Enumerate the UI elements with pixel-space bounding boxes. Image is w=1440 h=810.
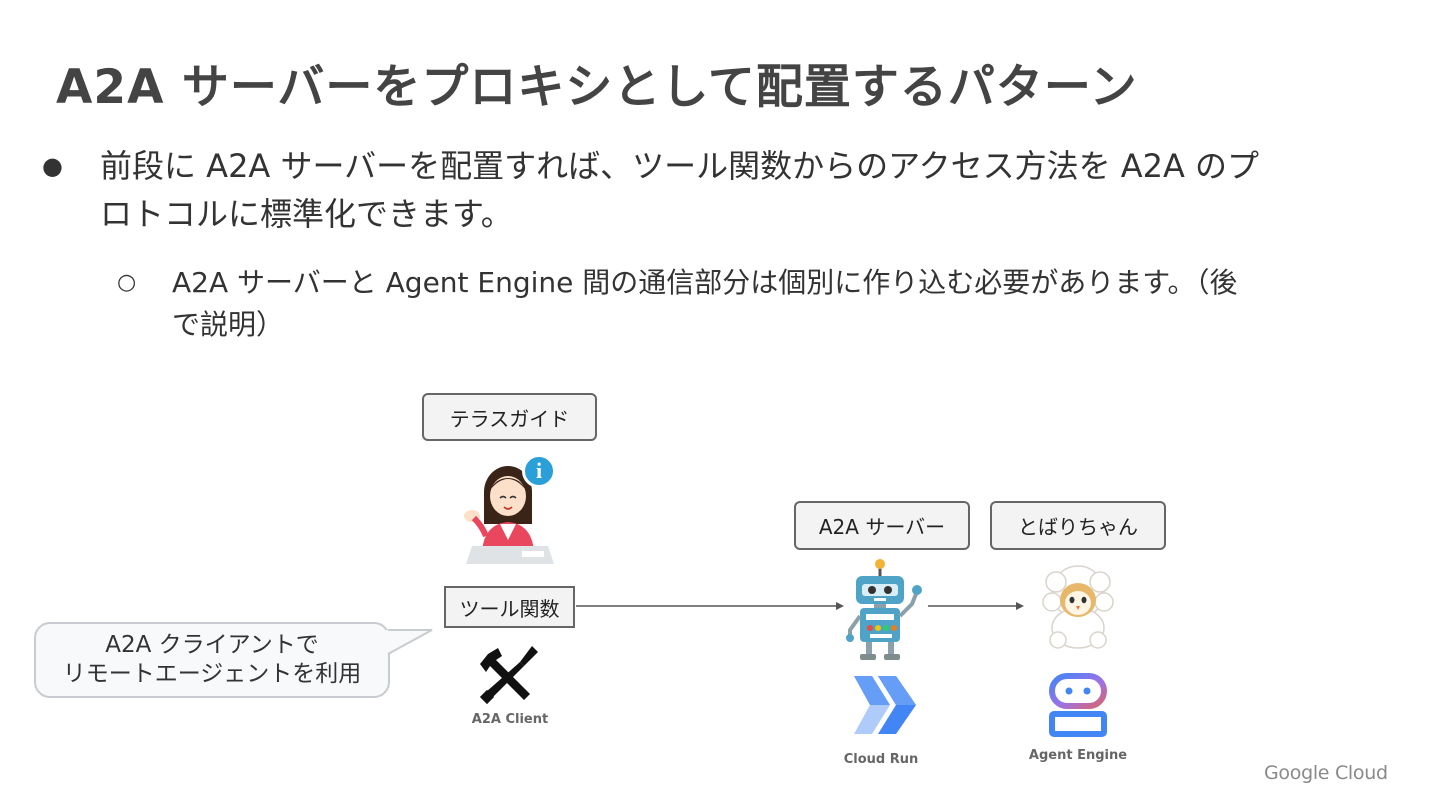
info-badge-glyph: i <box>535 458 543 483</box>
owl-icon <box>1042 565 1114 649</box>
bullet-1-line-1: 前段に A2A サーバーを配置すれば、ツール関数からのアクセス方法を A2A の… <box>100 147 1260 185</box>
terrace-guide-box: テラスガイド <box>422 393 597 441</box>
tool-function-box: ツール関数 <box>444 586 575 628</box>
agent-engine-icon <box>1049 673 1107 737</box>
arrow-server-to-engine <box>928 602 1024 610</box>
bullet-2-line-1: A2A サーバーと Agent Engine 間の通信部分は個別に作り込む必要が… <box>172 266 1238 299</box>
tools-icon <box>479 646 538 705</box>
info-icon: i <box>522 454 556 488</box>
bullet-2-line-2: で説明） <box>172 308 285 341</box>
bullet-text-1: 前段に A2A サーバーを配置すれば、ツール関数からのアクセス方法を A2A の… <box>100 142 1410 238</box>
cloud-run-icon <box>854 676 916 734</box>
tobari-box: とばりちゃん <box>990 501 1166 550</box>
a2a-client-caption: A2A Client <box>471 712 549 727</box>
google-cloud-logo: Google Cloud <box>1264 762 1388 784</box>
sub-bullet-marker: ○ <box>117 270 137 295</box>
bullet-text-2: A2A サーバーと Agent Engine 間の通信部分は個別に作り込む必要が… <box>172 262 1402 346</box>
a2a-server-box: A2A サーバー <box>794 501 970 550</box>
slide-title: A2A サーバーをプロキシとして配置するパターン <box>56 60 1138 115</box>
bullet-1-line-2: ロトコルに標準化できます。 <box>100 195 513 233</box>
receptionist-icon <box>464 466 554 564</box>
agent-engine-caption: Agent Engine <box>1028 748 1128 763</box>
callout-bubble: A2A クライアントで リモートエージェントを利用 <box>34 622 390 698</box>
bullet-marker: ● <box>42 152 63 180</box>
callout-line-1: A2A クライアントで <box>105 632 319 658</box>
cloud-run-caption: Cloud Run <box>843 752 919 767</box>
arrow-tool-to-server <box>576 602 844 610</box>
robot-icon <box>846 559 922 660</box>
callout-tail <box>386 629 433 655</box>
callout-line-2: リモートエージェントを利用 <box>62 661 362 687</box>
